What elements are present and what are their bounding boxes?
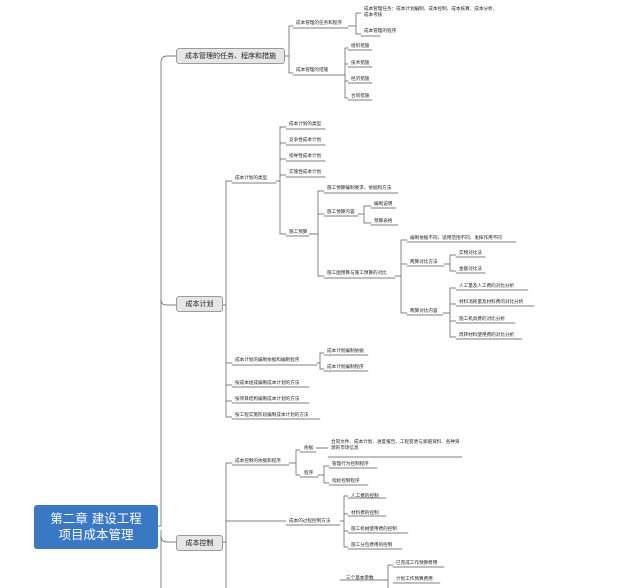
connector [299, 447, 463, 478]
node-budget[interactable]: 施工预算 [289, 230, 308, 235]
branch-plan[interactable]: 成本计划 [176, 296, 223, 312]
connector [292, 27, 381, 101]
connector [344, 47, 349, 99]
branch-tasks[interactable]: 成本管理的任务、程序和措施 [176, 48, 285, 64]
node-control-program[interactable]: 程序 [304, 471, 314, 476]
node-control-program-item[interactable]: 管理行为控制程序 [332, 462, 369, 467]
node-budget-content-item[interactable]: 预算表格 [374, 219, 393, 224]
node-measure-item[interactable]: 组织措施 [351, 44, 370, 49]
node-compare-content-item[interactable]: 施工机具费的对比分析 [459, 317, 505, 322]
node-compare-content-item[interactable]: 材料消耗量及材料费的对比分析 [459, 300, 524, 305]
connector [357, 205, 372, 224]
connector [157, 55, 177, 527]
connector [370, 207, 399, 226]
node-compare-content-item[interactable]: 周转材料使用费的对比分析 [459, 333, 515, 338]
node-process-item[interactable]: 材料费的控制 [351, 511, 379, 516]
connector [442, 287, 457, 338]
connector [231, 449, 301, 476]
node-budget-content-item[interactable]: 编制说明 [374, 202, 393, 207]
node-control-basis-text[interactable]: 合同文件、成本计划、进度报告、工程变更与索赔资料、各种资源的市场信息 [331, 440, 460, 451]
node-process-item[interactable]: 人工费的控制 [351, 494, 379, 499]
root-topic[interactable]: 第二章 建设工程 项目成本管理 [34, 505, 158, 549]
node-budget-content[interactable]: 施工预算内容 [327, 210, 355, 215]
connector [317, 465, 378, 486]
node-budget-method[interactable]: 施工预算编制要求、依据和方法 [327, 186, 392, 191]
connector [443, 254, 486, 274]
node-control-basis-program[interactable]: 成本控制的依据和程序 [235, 459, 281, 464]
node-plan-method[interactable]: 按成本组成编制成本计划的方法 [235, 381, 300, 386]
node-param-item[interactable]: 计划工作预算费用 [396, 577, 433, 582]
connector [339, 564, 394, 588]
node-measure-item[interactable]: 经济措施 [351, 77, 370, 82]
node-control-basis[interactable]: 依据 [304, 446, 314, 451]
connector [316, 352, 369, 372]
connector [221, 462, 233, 588]
connector [231, 364, 321, 420]
node-process-item[interactable]: 施工机械使用费的控制 [351, 527, 397, 532]
node-measures[interactable]: 成本管理的措施 [296, 68, 329, 73]
node-measure-item[interactable]: 技术措施 [351, 61, 370, 66]
connector [347, 497, 409, 550]
node-compare-content-item[interactable]: 人工量及人工费的对比分析 [459, 284, 515, 289]
node-plan-types[interactable]: 成本计划的类型 [235, 176, 268, 181]
connector [160, 535, 177, 543]
node-type-item[interactable]: 实施性成本计划 [289, 170, 322, 175]
node-basis-item[interactable]: 成本计划编制依据 [327, 349, 364, 354]
node-three-params[interactable]: 三个基本参数 [346, 576, 374, 581]
branch-control[interactable]: 成本控制 [176, 535, 223, 551]
connector [221, 180, 233, 418]
node-plan-basis-program[interactable]: 成本计划的编制依据和编制程序 [235, 358, 300, 363]
connector [308, 190, 325, 277]
connector [283, 25, 294, 74]
connector [406, 241, 517, 316]
connector [455, 289, 535, 340]
connector [225, 495, 349, 548]
node-type-item[interactable]: 竞争性成本计划 [289, 138, 322, 143]
node-plan-method[interactable]: 按项目结构编制成本计划的方法 [235, 397, 300, 402]
node-compare-diff[interactable]: 编制依据不同、适用范围不同、发挥作用不同 [410, 236, 502, 241]
node-tasks-text[interactable]: 成本管理任务：成本计划编制、成本控制、成本核算、成本分析、成本考核 [364, 7, 498, 18]
connector [394, 239, 408, 314]
node-task-program[interactable]: 成本管理的任务和程序 [296, 21, 342, 26]
node-basis-item[interactable]: 成本计划编制程序 [327, 365, 364, 370]
node-type-item[interactable]: 成本计划的类型 [289, 122, 322, 127]
connector [231, 128, 326, 184]
node-compare-methods[interactable]: 两算对比方法 [410, 260, 438, 265]
node-measure-item[interactable]: 合同措施 [351, 94, 370, 99]
node-program[interactable]: 成本管理的程序 [364, 29, 397, 34]
root-title-line2: 项目成本管理 [58, 527, 134, 542]
node-compare-method-item[interactable]: 实物对比法 [459, 251, 482, 256]
connector [275, 126, 287, 235]
node-compare-contents[interactable]: 两算对比内容 [410, 309, 438, 314]
node-type-item[interactable]: 指导性成本计划 [289, 154, 322, 159]
node-plan-method[interactable]: 按工程实施阶段编制成本计划的方法 [235, 413, 309, 418]
node-control-process[interactable]: 成本的过程控制方法 [289, 519, 331, 524]
root-title-line1: 第二章 建设工程 [50, 511, 142, 526]
connector [347, 12, 362, 35]
connector [160, 299, 177, 306]
connector [285, 192, 399, 279]
node-control-program-item[interactable]: 指标控制程序 [332, 479, 360, 484]
connector [392, 566, 445, 584]
node-process-item[interactable]: 施工分包费用的控制 [351, 543, 393, 548]
node-compare-method-item[interactable]: 金额对比法 [459, 267, 482, 272]
node-compare[interactable]: 施工图预算与施工预算的对比 [327, 271, 387, 276]
node-param-item[interactable]: 已完成工作预算费用 [396, 561, 438, 566]
